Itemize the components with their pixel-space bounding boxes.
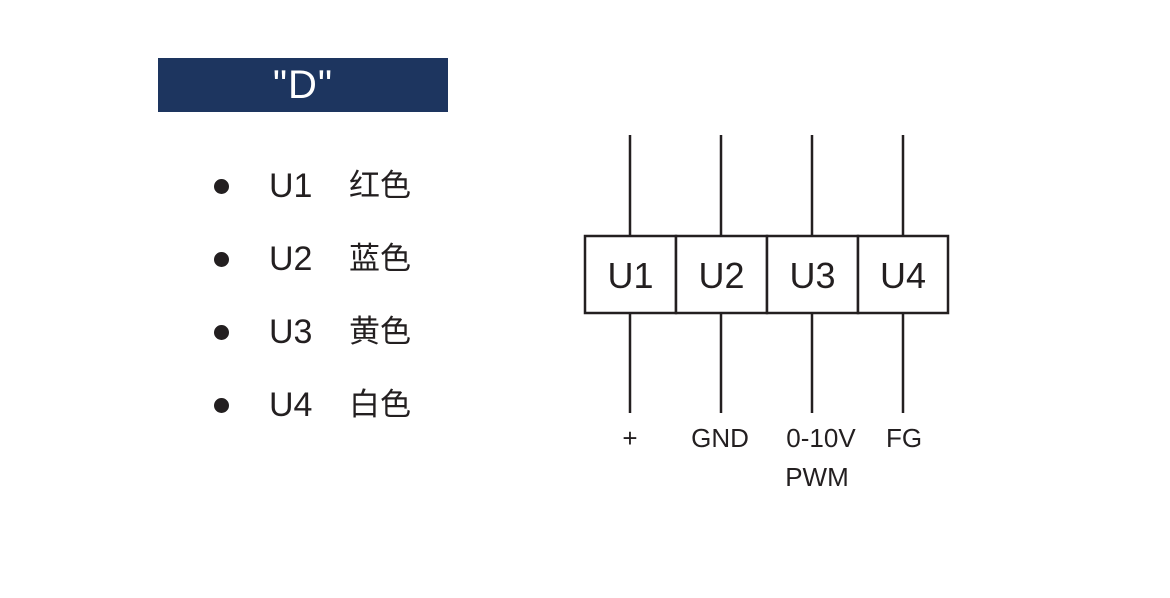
list-item-u2: U2 蓝色	[214, 239, 454, 279]
wire-code: U3	[269, 313, 313, 351]
wire-code: U1	[269, 167, 313, 205]
pin-label: U4	[880, 255, 926, 296]
bullet-icon	[214, 398, 229, 413]
pin-signal: GND	[691, 423, 749, 453]
wire-color-list: U1 红色 U2 蓝色 U3 黄色 U4 白色	[0, 0, 411, 424]
list-item-u4: U4 白色	[214, 385, 454, 425]
wire-color: 蓝色	[349, 241, 411, 277]
header-title: "D"	[272, 63, 334, 107]
wire-color: 黄色	[349, 314, 411, 350]
bullet-icon	[214, 252, 229, 267]
pin-signal-secondary: PWM	[785, 462, 849, 492]
terminal-cell	[856, 234, 950, 315]
wire-color: 白色	[349, 387, 411, 423]
pin-signal: 0-10V	[786, 423, 856, 453]
list-item-u3: U3 黄色	[214, 312, 454, 352]
pin-label: U3	[789, 255, 835, 296]
bullet-icon	[214, 179, 229, 194]
list-item-u1: U1 红色	[214, 166, 454, 206]
pin-signal: FG	[886, 423, 922, 453]
pin-label: U2	[698, 255, 744, 296]
pin-u1: U1 +	[583, 135, 678, 453]
pin-label: U1	[607, 255, 653, 296]
wire-color: 红色	[349, 168, 411, 204]
wire-code: U4	[269, 386, 313, 424]
terminal-cell	[765, 234, 860, 315]
pin-u3: U3 0-10V PWM	[765, 135, 860, 492]
terminal-cell	[674, 234, 769, 315]
pin-u4: U4 FG	[856, 135, 950, 453]
header-banner: "D"	[158, 58, 448, 112]
wire-code: U2	[269, 240, 313, 278]
pin-u2: U2 GND	[674, 135, 769, 453]
pin-signal: +	[622, 423, 637, 453]
bullet-icon	[214, 325, 229, 340]
